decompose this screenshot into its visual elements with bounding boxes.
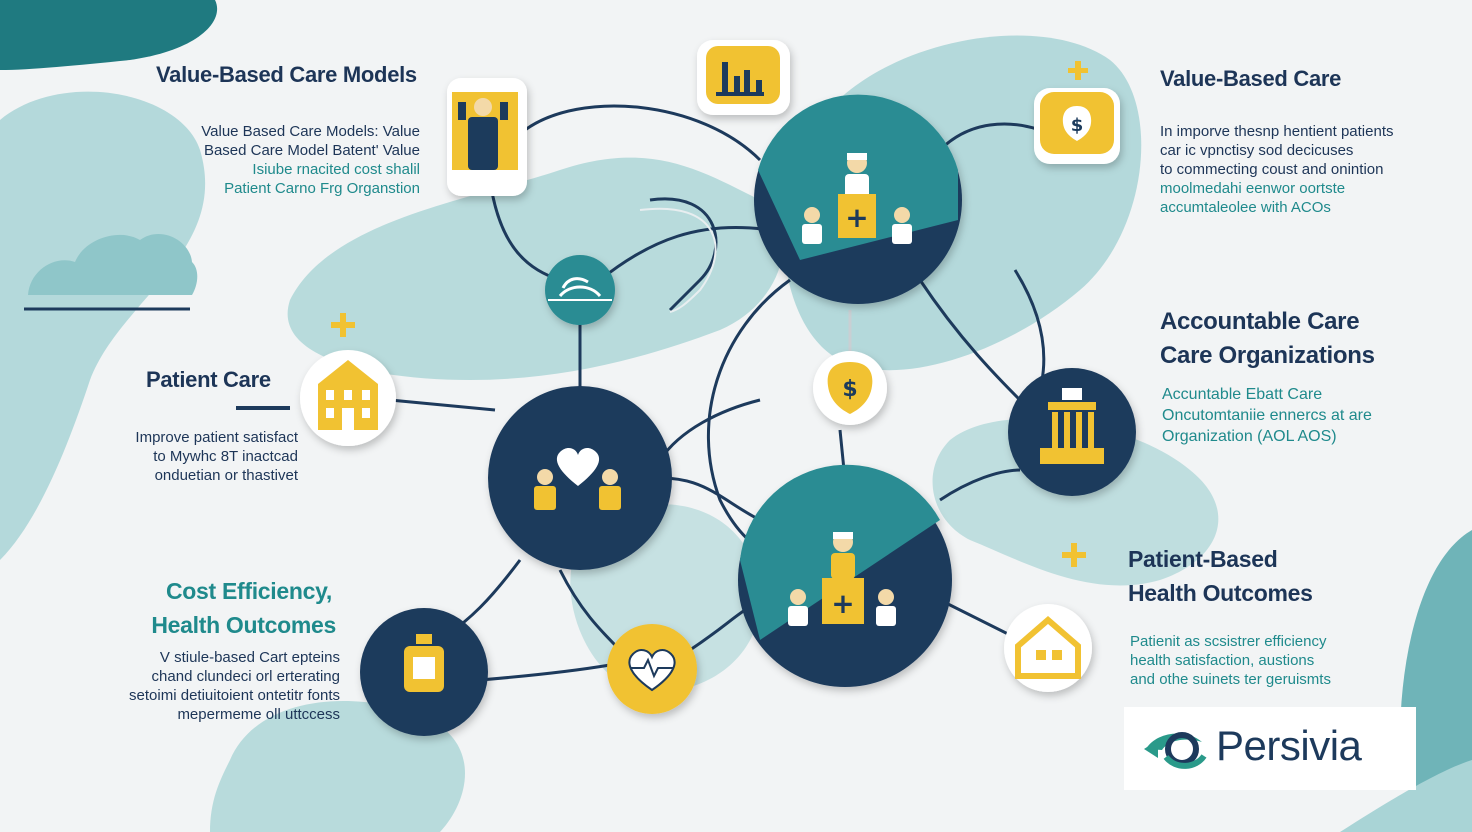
heart-care-icon [534, 448, 621, 510]
blob-bottom-right [1400, 530, 1472, 832]
section-title-accountable-care: Accountable Care [1160, 308, 1360, 335]
text-line: Patient Carno Frg Organstion [224, 180, 420, 197]
connector [558, 569, 622, 652]
dollar-badge-icon[interactable]: $ [1034, 88, 1120, 164]
chart-icon[interactable] [697, 40, 790, 115]
section-text-accountable-care: Accuntable Ebatt Care Oncutomtaniie enne… [1162, 384, 1452, 447]
section-text-patient-care: Improve patient satisfact to Mywhc 8T in… [60, 428, 298, 485]
team-icon[interactable] [447, 78, 527, 196]
node-teal-small[interactable] [545, 255, 615, 325]
text-line: Improve patient satisfact [135, 429, 298, 446]
section-title-health-outcomes-right: Health Outcomes [1128, 580, 1313, 606]
text-line: health satisfaction, austions [1130, 652, 1315, 669]
connector [524, 104, 762, 162]
section-title-patient-based: Patient-Based [1128, 546, 1278, 572]
connector [689, 608, 746, 652]
text-line: chand clundeci orl erterating [151, 668, 340, 685]
text-line: Oncutomtaniie ennercs at are [1162, 407, 1372, 424]
persivia-logo-mark [1144, 732, 1207, 769]
text-line: Isiube rnacited cost shalil [252, 161, 420, 178]
text-line: car ic vpnctisy sod decicuses [1160, 142, 1354, 159]
heartbeat-icon [628, 649, 676, 692]
blob-top-left [0, 0, 218, 70]
doctor-patients-icon: + [788, 532, 896, 626]
connector [599, 226, 771, 282]
handshake-icon [548, 277, 612, 301]
text-line: setoimi detiuitoient ontetitr fonts [129, 687, 340, 704]
text-line: Patienit as scsistrer efficiency [1130, 633, 1327, 650]
section-title-care-organizations: Care Organizations [1160, 342, 1375, 369]
blob-cloud-left [28, 233, 198, 295]
svg-text:+: + [831, 587, 854, 620]
plus-icon [1062, 543, 1086, 567]
section-text-patient-based: Patienit as scsistrer efficiency health … [1130, 632, 1390, 689]
logo-wordmark: Persivia [1216, 722, 1362, 769]
section-title-patient-care: Patient Care [146, 367, 271, 392]
dollar-badge-icon: $ [813, 351, 887, 425]
connector [938, 122, 1041, 152]
blob-left [0, 91, 206, 561]
connector-white [639, 207, 717, 313]
svg-text:$: $ [1071, 115, 1084, 136]
node-right[interactable] [1008, 368, 1136, 496]
text-line: In imporve thesnp hentient patients [1160, 123, 1394, 140]
section-text-value-based-care: In imporve thesnp hentient patients car … [1160, 122, 1460, 217]
courthouse-icon [1040, 388, 1104, 464]
svg-text:+: + [845, 201, 868, 234]
text-line: Accuntable Ebatt Care [1162, 386, 1323, 403]
hospital-icon[interactable] [300, 350, 396, 446]
text-line: to commecting coust and onintion [1160, 161, 1384, 178]
text-line: mepermeme oll uttccess [177, 706, 340, 723]
text-line: Organization (AOL AOS) [1162, 428, 1337, 445]
svg-text:$: $ [842, 377, 857, 402]
text-line: accumtaleolee with ACOs [1160, 199, 1331, 216]
connector [939, 468, 1021, 502]
text-line: Value Based Care Models: Value [201, 123, 420, 140]
plus-icon [1068, 61, 1088, 80]
text-line: and othe suinets ter geruismts [1130, 671, 1331, 688]
text-line: onduetian or thastivet [154, 467, 298, 484]
section-text-value-based-care-models: Value Based Care Models: Value Based Car… [140, 122, 420, 198]
text-line: V stiule-based Cart epteins [159, 649, 340, 666]
blob-mid-right [932, 418, 1219, 586]
logo-panel [1124, 707, 1416, 790]
text-line: Based Care Model Batent' Value [203, 142, 420, 159]
text-line: to Mywhc 8T inactcad [153, 448, 298, 465]
section-title-value-based-care: Value-Based Care [1160, 66, 1342, 91]
section-title-health-outcomes: Health Outcomes [151, 612, 336, 638]
section-title-value-based-care-models: Value-Based Care Models [156, 62, 417, 87]
connector [479, 663, 611, 682]
blob-bottom-left [210, 700, 465, 832]
connector [918, 279, 1022, 402]
blob-bottom-right-2 [1340, 760, 1472, 832]
connector [649, 197, 718, 312]
medicine-bottle-icon [404, 634, 444, 692]
section-text-cost-efficiency: V stiule-based Cart epteins chand clunde… [60, 648, 340, 724]
plus-icon [331, 313, 355, 337]
home-care-icon[interactable] [1004, 604, 1092, 692]
connector [389, 398, 496, 412]
doctor-patients-icon: + [802, 153, 912, 244]
section-title-cost-efficiency: Cost Efficiency, [165, 578, 332, 604]
text-line: moolmedahi eenwor oortste [1160, 180, 1346, 197]
